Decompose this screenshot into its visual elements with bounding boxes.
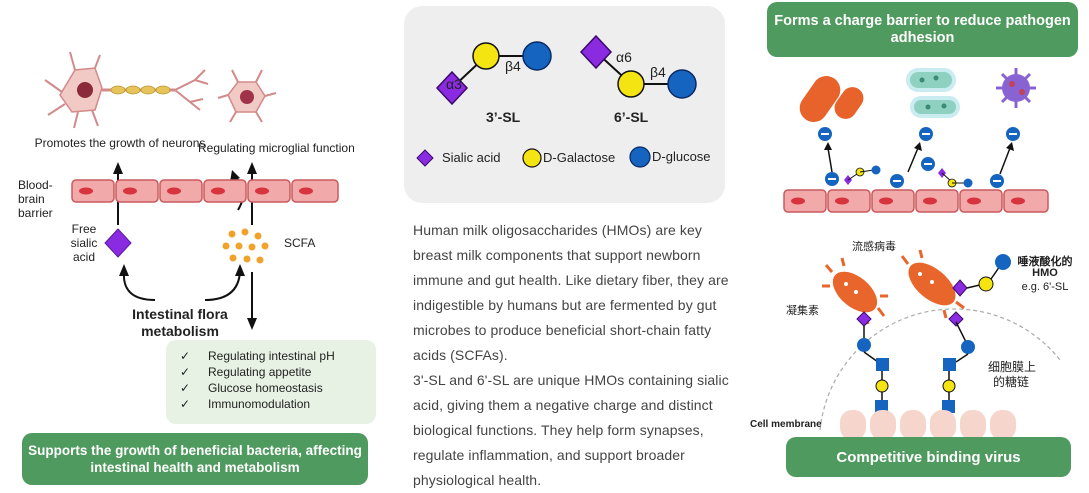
paragraph-1: Human milk oligosaccharides (HMOs) are k… xyxy=(413,222,729,363)
sialylated-hmo-label: 唾液酸化的 xyxy=(1017,256,1073,268)
negative-charge-icons xyxy=(818,127,1020,141)
right-top-banner: Forms a charge barrier to reduce pathoge… xyxy=(767,2,1078,57)
3sl-beta-label: β4 xyxy=(505,58,521,74)
green-bacteria-icon xyxy=(906,68,960,118)
3sl-alpha-label: α3 xyxy=(446,76,462,92)
sialic-acid-diamond xyxy=(104,228,132,258)
legend-glucose-label: D-glucose xyxy=(652,149,711,164)
checklist-item: ✓Immunomodulation xyxy=(180,397,311,411)
cell-membrane xyxy=(840,410,1016,440)
check-icon: ✓ xyxy=(180,397,191,411)
membrane-glycan xyxy=(942,311,975,413)
microglia-icon xyxy=(217,69,277,123)
3sl-structure xyxy=(435,41,552,106)
bbb-label: Blood-brain barrier xyxy=(18,178,53,220)
legend-glucose-circle xyxy=(629,146,651,168)
blood-brain-barrier xyxy=(71,179,339,203)
6sl-structure xyxy=(579,34,697,99)
checklist-item: ✓Glucose homeostasis xyxy=(180,381,323,395)
check-icon: ✓ xyxy=(180,349,191,363)
hmo-structure-panel xyxy=(404,6,725,203)
flora-metabolism-label: Intestinal flora metabolism xyxy=(132,306,228,339)
paragraph-2: 3'-SL and 6'-SL are unique HMOs containi… xyxy=(413,372,729,488)
hmo-on-barrier xyxy=(825,157,1004,188)
free-sialic-acid-label: Free sialic acid xyxy=(70,222,98,264)
cell-membrane-label: Cell membrane xyxy=(750,419,822,430)
membrane-glycan xyxy=(856,311,889,413)
microglia-label: Regulating microglial function xyxy=(198,141,355,155)
legend-sialic-label: Sialic acid xyxy=(442,150,501,165)
check-icon: ✓ xyxy=(180,381,191,395)
right-bottom-banner: Competitive binding virus xyxy=(786,437,1071,477)
glycan-label-1: 细胞膜上 xyxy=(988,360,1037,374)
checklist-item: ✓Regulating intestinal pH xyxy=(180,349,335,363)
legend-galactose-label: D-Galactose xyxy=(543,150,616,165)
6sl-alpha-label: α6 xyxy=(616,49,632,65)
hmo-description: Human milk oligosaccharides (HMOs) are k… xyxy=(413,218,731,493)
benefits-checklist: ✓Regulating intestinal pH ✓Regulating ap… xyxy=(166,340,376,424)
flu-virus-label: 流感病毒 xyxy=(852,241,896,253)
neurons-growth-label: Promotes the growth of neurons xyxy=(34,136,206,150)
flu-virus-icon xyxy=(900,249,965,319)
orange-bacteria-icon xyxy=(799,75,864,123)
check-icon: ✓ xyxy=(180,365,191,379)
virus-icon xyxy=(996,68,1036,108)
scfa-label: SCFA xyxy=(284,236,316,250)
hemagglutinin-label: 凝集素 xyxy=(786,305,819,317)
scfa-dots xyxy=(222,228,269,264)
legend-galactose-circle xyxy=(522,148,542,168)
right-diagram xyxy=(783,68,1061,440)
checklist-item: ✓Regulating appetite xyxy=(180,365,312,379)
legend-sialic-diamond xyxy=(416,149,434,167)
neuron-icon xyxy=(44,51,209,129)
6sl-name: 6’-SL xyxy=(614,109,649,125)
hmo-label: HMO xyxy=(1032,267,1058,279)
left-banner: Supports the growth of beneficial bacter… xyxy=(22,433,368,485)
sialylated-hmo xyxy=(952,254,1011,297)
intestinal-barrier xyxy=(783,189,1049,213)
hmo-structures xyxy=(416,34,697,168)
flu-virus-icon xyxy=(822,257,888,325)
hmo-example-label: e.g. 6'-SL xyxy=(1021,281,1069,293)
glycan-label-2: 的糖链 xyxy=(993,375,1030,389)
left-diagram xyxy=(44,51,339,330)
6sl-beta-label: β4 xyxy=(650,64,666,80)
3sl-name: 3’-SL xyxy=(486,109,521,125)
